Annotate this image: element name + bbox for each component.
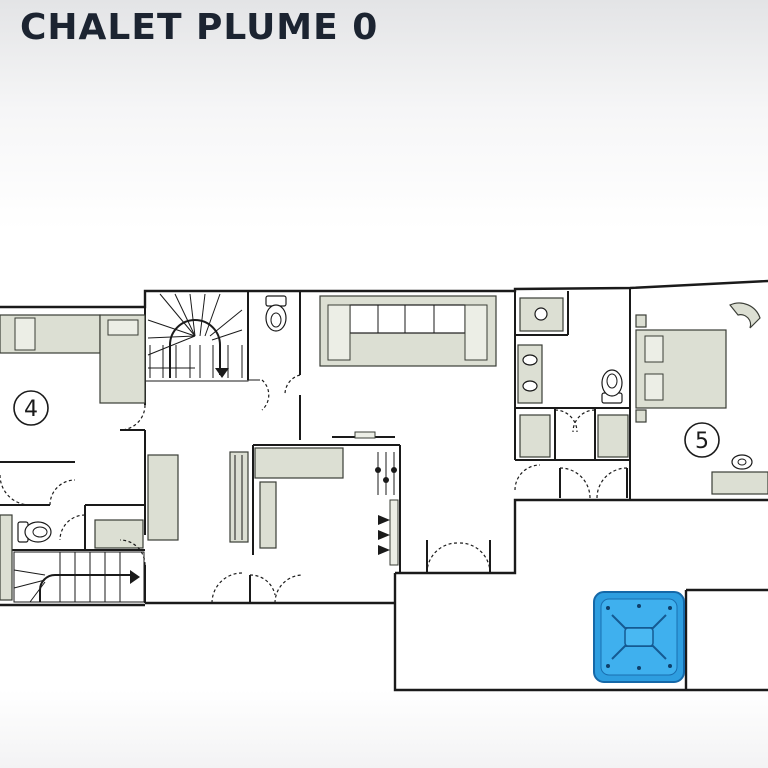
kitchen-island	[229, 431, 395, 549]
staircase-bottom	[13, 551, 145, 603]
double-vanity	[517, 344, 543, 404]
desk	[711, 471, 768, 495]
bathtub	[0, 514, 13, 601]
ski-rack-icon	[375, 452, 399, 566]
staircase-top	[147, 293, 243, 378]
bed-icon	[635, 314, 727, 423]
wardrobe	[147, 454, 179, 541]
page-title: CHALET PLUME 0	[20, 7, 379, 48]
room-label-5: 5	[684, 422, 720, 458]
sofa-icon	[319, 295, 497, 367]
doors	[0, 374, 628, 604]
sink-icon	[519, 297, 564, 332]
room-label-4: 4	[13, 390, 49, 426]
room-number: 4	[24, 397, 38, 422]
shower-left	[519, 414, 551, 458]
toilet-icon	[17, 521, 52, 543]
lamp-icon	[731, 454, 753, 470]
toilet-icon	[265, 295, 287, 332]
hot-tub-icon	[593, 591, 685, 683]
toilet-icon	[601, 369, 623, 404]
bathroom-vanity	[94, 519, 144, 549]
room-number: 5	[695, 429, 709, 454]
room-4-furniture	[0, 314, 179, 601]
shower-right	[597, 414, 629, 458]
armchair-icon	[729, 302, 761, 329]
